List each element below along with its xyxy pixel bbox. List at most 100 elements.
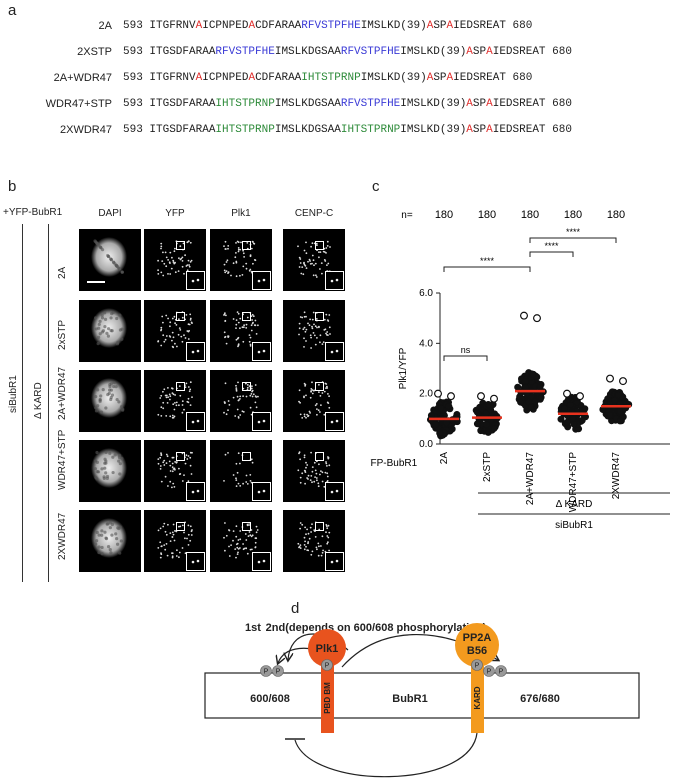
- y-tick-label: 6.0: [419, 288, 433, 299]
- micrograph-tile: [283, 440, 345, 502]
- data-point: [483, 421, 491, 429]
- sequence-segment: A: [486, 124, 493, 136]
- pp2a-node: [455, 623, 499, 667]
- micrograph-tile: [283, 370, 345, 432]
- sequence-segment: IHTSTPRNP: [215, 124, 275, 136]
- zoom-region-box: [315, 382, 324, 391]
- kard-label: KARD: [473, 686, 482, 709]
- sequence-segment: A: [426, 72, 434, 84]
- micrograph-tile: [79, 370, 141, 432]
- zoom-region-box: [242, 241, 251, 250]
- sequence-segment: 593 ITGFRNV: [123, 72, 196, 84]
- kard-label: Δ KARD: [33, 382, 44, 419]
- micrograph-tile: [210, 370, 272, 432]
- zoom-region-box: [176, 241, 185, 250]
- sequence-row: 593 ITGSDFARAARFVSTPFHEIMSLKDGSAARFVSTPF…: [123, 46, 572, 58]
- n-value: 180: [521, 209, 539, 221]
- pbd-bm-stick: [321, 665, 334, 733]
- sequence-segment: IMSLKD(39): [360, 72, 427, 84]
- sequence-segment: IEDSREAT 680: [453, 20, 533, 32]
- micrograph-tile: [144, 229, 206, 291]
- data-point: [445, 402, 453, 410]
- significance-label: ****: [544, 241, 559, 251]
- zoom-inset: [252, 552, 271, 571]
- zoom-region-box: [315, 522, 324, 531]
- micrograph-tile: [283, 300, 345, 362]
- sequence-row: 593 ITGFRNVAICPNPEDACDFARAAIHTSTPRNPIMSL…: [123, 72, 532, 84]
- sequence-segment: IMSLKD(39): [400, 46, 467, 58]
- sirna-label: siBubR1: [555, 520, 593, 531]
- row-label: 2XWDR47: [57, 512, 68, 560]
- zoom-region-box: [176, 312, 185, 321]
- kard-stick: [471, 665, 484, 733]
- micrograph-tile: [79, 229, 141, 291]
- zoom-region-box: [242, 312, 251, 321]
- sequence-segment: IEDSREAT 680: [492, 98, 572, 110]
- panel-a-letter: a: [8, 2, 17, 19]
- row-label: 2A: [57, 266, 68, 279]
- max-point: [446, 392, 455, 401]
- data-point: [431, 421, 439, 429]
- sequence-segment: A: [426, 20, 434, 32]
- sequence-segment: IMSLKD(39): [360, 20, 427, 32]
- data-point: [490, 424, 498, 432]
- max-point: [619, 377, 628, 386]
- zoom-region-box: [242, 452, 251, 461]
- zoom-region-box: [176, 382, 185, 391]
- row-label: 2xSTP: [57, 319, 68, 350]
- zoom-inset: [325, 412, 344, 431]
- zoom-inset: [186, 271, 205, 290]
- sequence-segment: IMSLKDGSAA: [274, 98, 341, 110]
- phospho-label: P: [487, 669, 492, 676]
- micrograph-tile: [144, 510, 206, 572]
- micrograph-tile: [144, 440, 206, 502]
- plk1-label: Plk1: [316, 643, 339, 655]
- sequence-segment: IMSLKD(39): [400, 124, 467, 136]
- category-label: 2A: [439, 452, 450, 465]
- data-point: [570, 420, 578, 428]
- column-header: DAPI: [98, 208, 122, 219]
- significance-label: ****: [566, 227, 581, 237]
- micrograph-tile: [283, 510, 345, 572]
- b56-label: B56: [467, 645, 487, 657]
- sequence-segment: IMSLKDGSAA: [274, 124, 341, 136]
- data-point: [443, 419, 451, 427]
- panel-d-letter: d: [291, 600, 300, 617]
- pp2a-label: PP2A: [463, 632, 492, 644]
- sequence-segment: SP: [433, 72, 447, 84]
- significance-bracket: [443, 355, 488, 361]
- column-header: YFP: [165, 208, 185, 219]
- site-left-label: 600/608: [250, 693, 290, 705]
- pbd-bm-label: PBD BM: [323, 682, 332, 714]
- y-tick-label: 4.0: [419, 338, 433, 349]
- n-value: 180: [478, 209, 496, 221]
- micrograph-tile: [79, 300, 141, 362]
- group-label: Δ KARD: [556, 499, 593, 510]
- phospho-site: [260, 665, 272, 677]
- x-construct-label: +YFP-BubR1: [370, 458, 418, 469]
- sequence-segment: RFVSTPFHE: [215, 46, 275, 58]
- sequence-segment: SP: [472, 98, 487, 110]
- max-point: [563, 389, 572, 398]
- sequence-segment: RFVSTPFHE: [340, 98, 401, 110]
- phospho-site: [495, 665, 507, 677]
- phospho-label: P: [499, 669, 504, 676]
- n-value: 180: [435, 209, 453, 221]
- data-point: [484, 401, 492, 409]
- data-point: [485, 428, 493, 436]
- first-phosphorylation-label: 1st: [245, 622, 261, 634]
- sequence-segment: 593 ITGFRNV: [123, 20, 196, 32]
- data-point: [473, 420, 481, 428]
- max-point: [433, 389, 442, 398]
- zoom-inset: [252, 412, 271, 431]
- y-axis-label: Plk1/YFP: [398, 347, 409, 389]
- max-point: [476, 392, 485, 401]
- sequence-segment: A: [195, 72, 203, 84]
- max-point: [576, 392, 585, 401]
- sequence-segment: SP: [472, 46, 487, 58]
- sequence-segment: IEDSREAT 680: [492, 46, 572, 58]
- phospho-site: [272, 665, 284, 677]
- panel-b-letter: b: [8, 178, 17, 195]
- data-point: [527, 403, 535, 411]
